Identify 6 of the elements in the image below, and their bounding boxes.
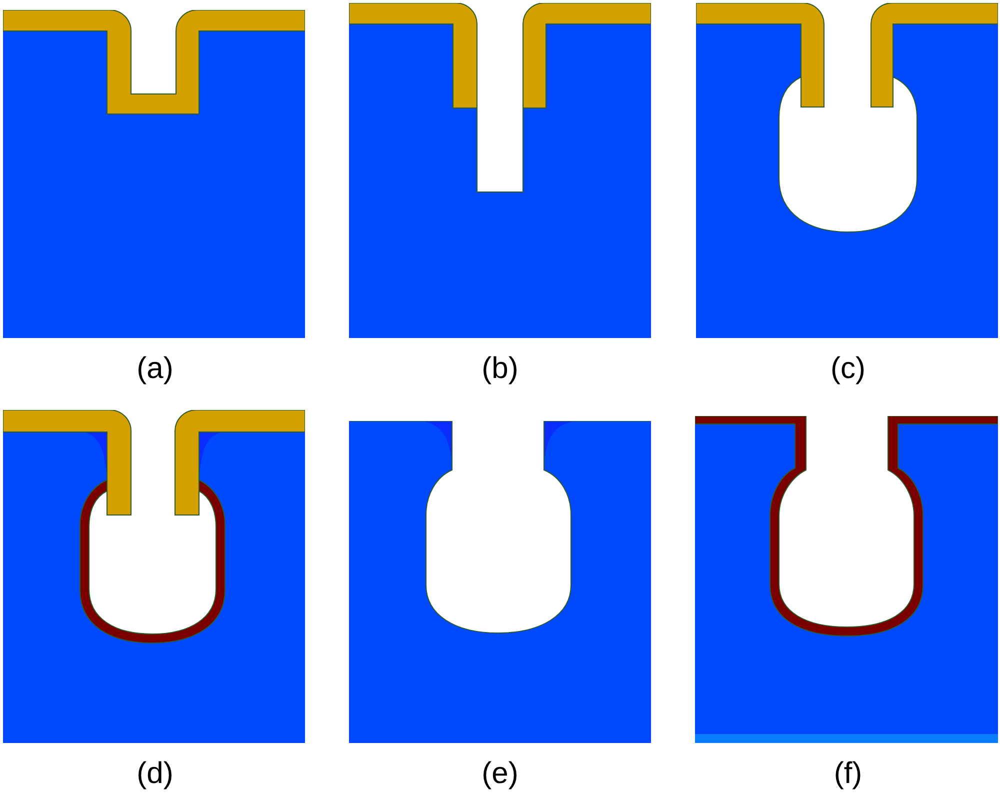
panel-label: (a)	[136, 354, 174, 384]
panel-label: (e)	[482, 759, 518, 789]
panel-label: (d)	[136, 759, 174, 789]
panel-label: (b)	[482, 354, 518, 384]
panel-label: (c)	[830, 354, 866, 384]
panel-label: (f)	[834, 759, 862, 789]
